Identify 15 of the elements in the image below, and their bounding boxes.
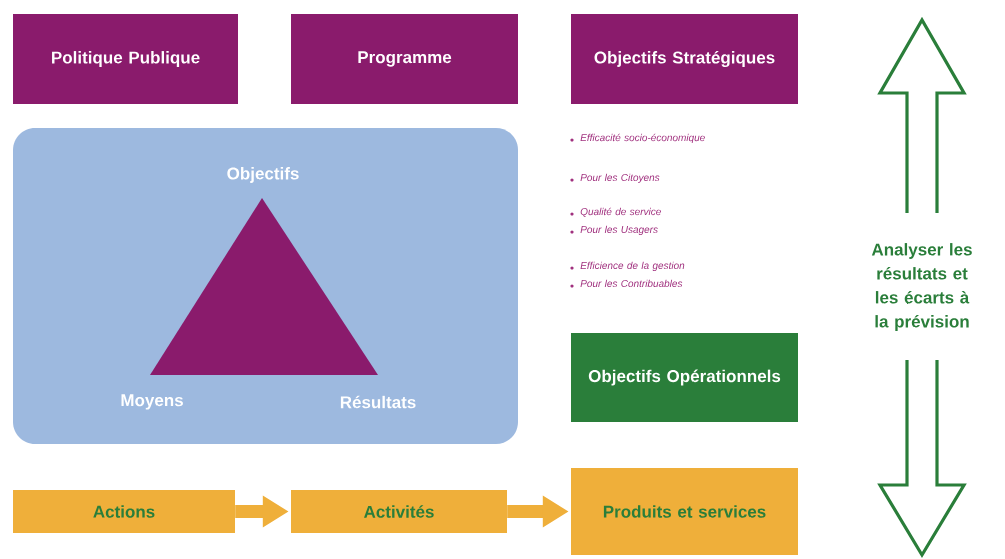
bullet-item: Efficacité socio-économique — [570, 133, 705, 144]
panel-box: Objectifs Moyens Résultats — [13, 128, 518, 444]
annotation-text: Analyser les résultats et les écarts à la prévision — [871, 243, 972, 331]
title-box: Politique Publique — [13, 14, 238, 104]
process-box: Actions — [13, 490, 235, 533]
bullet-item: Qualité de service — [570, 207, 661, 217]
process-box: Activités — [291, 490, 507, 533]
title-box: Programme — [291, 14, 518, 104]
title-box: Objectifs Stratégiques — [571, 14, 798, 104]
title-box: Objectifs Opérationnels — [571, 333, 798, 422]
bullet-item: Pour les Usagers — [570, 225, 658, 235]
bullet-item: Pour les Contribuables — [570, 279, 683, 288]
bullet-item: Pour les Citoyens — [570, 173, 660, 183]
process-box: Produits et services — [571, 468, 798, 555]
bullet-item: Efficience de la gestion — [570, 261, 685, 271]
